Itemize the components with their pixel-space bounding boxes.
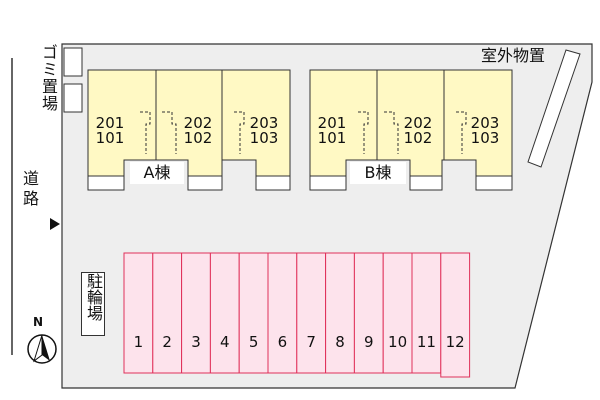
parking-slot-2 bbox=[152, 252, 183, 374]
unit-lower: 102 bbox=[403, 129, 433, 147]
parking-area bbox=[123, 252, 471, 378]
parking-slot-12 bbox=[440, 252, 471, 378]
parking-slot-label: 6 bbox=[277, 333, 288, 351]
parking-slot-label: 8 bbox=[335, 333, 345, 351]
unit-upper: 202 bbox=[183, 114, 213, 132]
unit-b1: 201 101 bbox=[314, 116, 350, 146]
road-label: 道路 bbox=[20, 170, 39, 210]
building-b-label: B棟 bbox=[350, 162, 406, 184]
garbage-box-2 bbox=[63, 83, 83, 113]
parking-slot-8 bbox=[325, 252, 355, 374]
parking-slot-label: 9 bbox=[364, 333, 374, 351]
unit-upper: 201 bbox=[317, 114, 347, 132]
parking-slot-5 bbox=[238, 252, 269, 374]
parking-slot-label: 5 bbox=[248, 333, 259, 351]
unit-b2: 202 102 bbox=[400, 116, 436, 146]
building-a-label: A棟 bbox=[130, 162, 184, 184]
unit-a3: 203 103 bbox=[246, 116, 282, 146]
parking-slot-4 bbox=[209, 252, 240, 374]
unit-a2: 202 102 bbox=[180, 116, 216, 146]
storage-shed bbox=[527, 49, 581, 168]
unit-upper: 202 bbox=[403, 114, 433, 132]
bike-parking-label: 駐輪場 bbox=[84, 273, 103, 321]
unit-lower: 103 bbox=[470, 129, 500, 147]
parking-slot-label: 2 bbox=[162, 333, 172, 351]
parking-slot-label: 12 bbox=[445, 333, 465, 351]
parking-slot-10 bbox=[382, 252, 413, 374]
unit-lower: 103 bbox=[249, 129, 279, 147]
storage-label: 室外物置 bbox=[481, 46, 546, 65]
parking-slot-label: 3 bbox=[191, 333, 201, 351]
parking-slot-3 bbox=[181, 252, 211, 374]
bike-parking-box: 駐輪場 bbox=[81, 272, 105, 336]
parking-slot-label: 11 bbox=[416, 333, 436, 351]
unit-upper: 201 bbox=[95, 114, 125, 132]
entrance-arrow-icon bbox=[50, 218, 60, 230]
garbage-label: ゴミ置場 bbox=[39, 44, 58, 112]
unit-lower: 101 bbox=[317, 129, 347, 147]
unit-lower: 101 bbox=[95, 129, 125, 147]
north-label: N bbox=[33, 315, 44, 329]
unit-lower: 102 bbox=[183, 129, 213, 147]
compass-icon bbox=[27, 334, 57, 364]
unit-upper: 203 bbox=[470, 114, 500, 132]
parking-slot-7 bbox=[296, 252, 327, 374]
unit-a1: 201 101 bbox=[92, 116, 128, 146]
parking-slot-9 bbox=[353, 252, 384, 374]
parking-slot-label: 10 bbox=[388, 333, 408, 351]
garbage-box-1 bbox=[63, 47, 83, 77]
parking-slot-label: 7 bbox=[306, 333, 316, 351]
parking-slot-1 bbox=[123, 252, 154, 374]
parking-slot-6 bbox=[267, 252, 298, 374]
unit-b3: 203 103 bbox=[467, 116, 503, 146]
building-b bbox=[309, 69, 513, 191]
parking-slot-label: 1 bbox=[133, 333, 144, 351]
unit-upper: 203 bbox=[249, 114, 279, 132]
parking-slot-label: 4 bbox=[220, 333, 230, 351]
parking-slot-11 bbox=[411, 252, 442, 374]
building-a bbox=[87, 69, 291, 191]
